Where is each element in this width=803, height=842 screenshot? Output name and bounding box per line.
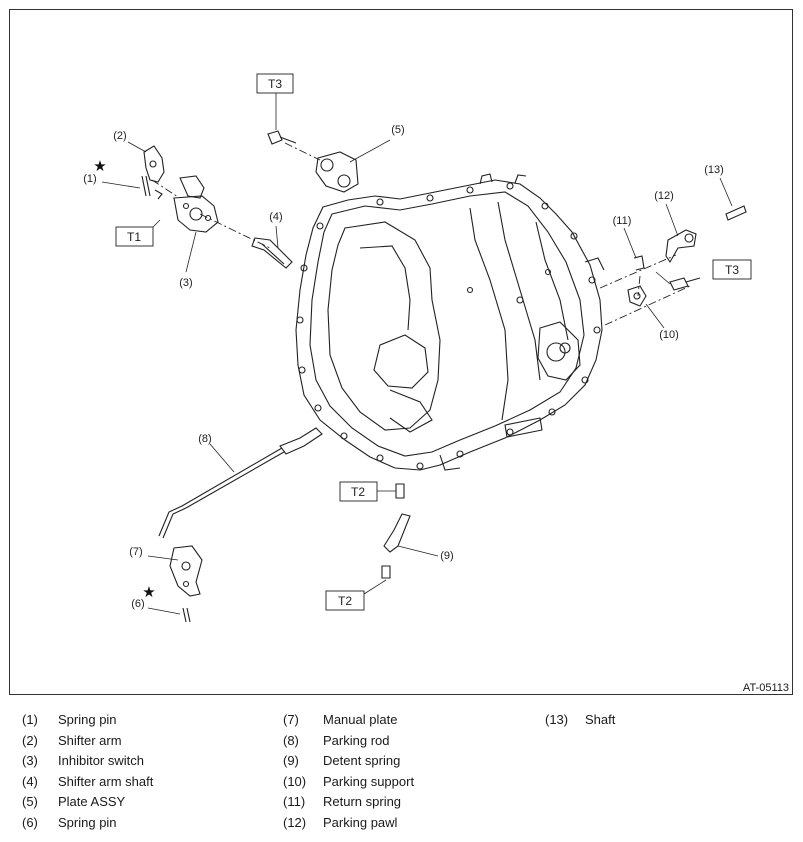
legend-number: (13) <box>545 712 569 727</box>
parking-parts <box>627 205 747 307</box>
torque-tag-boxes <box>115 73 752 611</box>
legend-number: (5) <box>22 794 38 810</box>
callout-9: (9) <box>440 550 453 562</box>
legend-number: (2) <box>22 732 38 748</box>
shifter-arm-part <box>141 145 165 197</box>
callout-6: (6) <box>131 598 144 610</box>
star-mark-2: ★ <box>142 583 155 601</box>
legend-number: (7) <box>283 712 299 727</box>
callout-5: (5) <box>391 124 404 136</box>
figure-code: AT-05113 <box>742 682 789 694</box>
star-mark-1: ★ <box>93 157 106 175</box>
callout-3: (3) <box>179 277 192 289</box>
inhibitor-switch-part <box>154 175 219 233</box>
torque-tag-t2-mid: T2 <box>351 485 365 499</box>
callout-2: (2) <box>113 130 126 142</box>
legend-label: Return spring <box>323 794 402 810</box>
legend-label: Parking rod <box>323 732 390 748</box>
callout-4: (4) <box>269 211 282 223</box>
parking-rod-part <box>158 427 323 539</box>
legend-number: (3) <box>22 753 38 769</box>
torque-tag-t1: T1 <box>127 230 141 244</box>
manual-plate-part <box>169 545 203 623</box>
legend-number: (11) <box>283 794 306 810</box>
parts-legend: (1) Spring pin (2) Shifter arm (3) Inhibitor … <box>0 712 803 842</box>
legend-label: Inhibitor switch <box>58 753 144 769</box>
plate-assy-part <box>267 130 359 193</box>
legend-label: Parking support <box>323 773 415 789</box>
legend-label: Shifter arm <box>58 732 122 748</box>
legend-label: Shaft <box>585 712 616 727</box>
legend-number: (9) <box>283 753 299 769</box>
legend-number: (1) <box>22 712 38 727</box>
legend-label: Manual plate <box>323 712 398 727</box>
legend-label: Plate ASSY <box>58 794 126 810</box>
legend-label: Spring pin <box>58 815 117 830</box>
detent-spring-part <box>381 483 411 579</box>
alignment-lines <box>151 142 691 326</box>
leader-lines <box>101 93 733 615</box>
callout-12: (12) <box>654 190 674 202</box>
diagram-frame <box>9 9 793 695</box>
torque-tag-t3-right: T3 <box>725 263 739 277</box>
callout-13: (13) <box>704 164 724 176</box>
legend-number: (4) <box>22 773 38 789</box>
torque-tag-t3-top: T3 <box>268 77 282 91</box>
legend-label: Spring pin <box>58 712 117 727</box>
callout-10: (10) <box>659 329 679 341</box>
torque-tag-t2-bottom: T2 <box>338 594 352 608</box>
callout-1: (1) <box>83 173 96 185</box>
legend-label: Shifter arm shaft <box>58 773 154 789</box>
legend-number: (10) <box>283 773 307 789</box>
legend-number: (12) <box>283 815 307 830</box>
legend-label: Parking pawl <box>323 815 398 830</box>
callout-7: (7) <box>129 546 142 558</box>
exploded-view-diagram: T3 T1 T3 T2 T2 (2) (1) (3) (4) (5) (13) … <box>83 73 752 623</box>
transmission-case <box>295 173 605 471</box>
callout-8: (8) <box>198 433 211 445</box>
legend-number: (6) <box>22 815 38 830</box>
legend-number: (8) <box>283 732 299 748</box>
callout-11: (11) <box>613 215 632 227</box>
shifter-arm-shaft-part <box>251 237 293 269</box>
legend-label: Detent spring <box>323 753 401 769</box>
